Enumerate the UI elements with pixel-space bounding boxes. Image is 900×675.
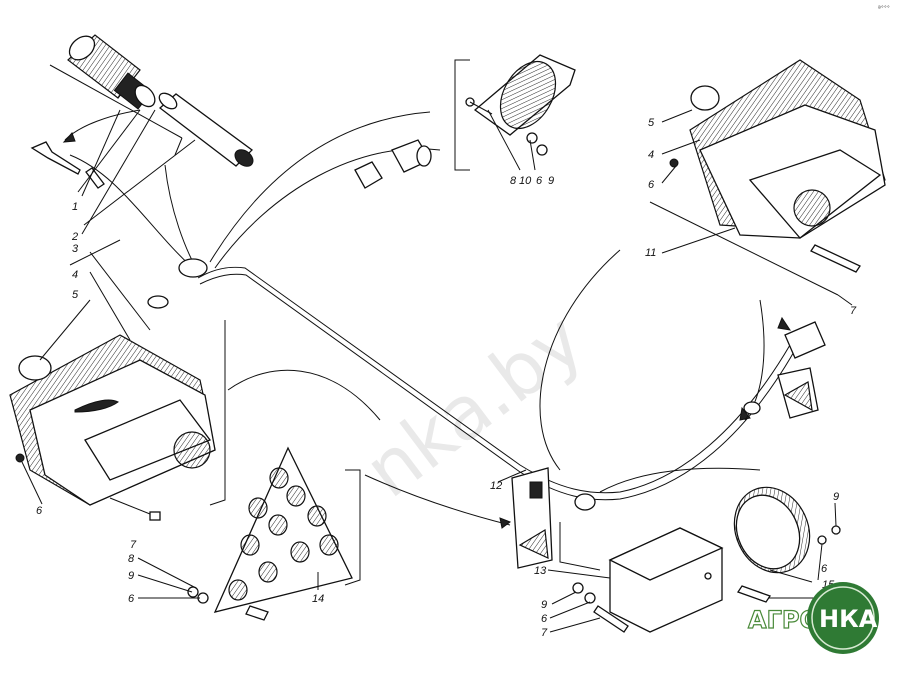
plug-tube: [158, 92, 254, 167]
callout-12: 12: [490, 480, 502, 492]
junction-block: [511, 467, 596, 569]
leader-lines: [21, 109, 853, 633]
triangle-reflector: [187, 446, 353, 621]
callout-5-left: 5: [72, 289, 79, 301]
harness-clamp: [147, 258, 208, 309]
callout-2: 2: [71, 231, 78, 243]
agronka-logo: АГРО НКА: [747, 582, 879, 654]
callout-4-right: 4: [648, 149, 654, 161]
connector-socket: [67, 34, 156, 110]
callout-11: 11: [645, 247, 656, 259]
corner-mark: ª°°°: [878, 5, 890, 12]
right-connector: [743, 321, 826, 419]
right-tail-lamp: [669, 59, 886, 273]
callout-5-right: 5: [648, 117, 655, 129]
callout-14: 14: [312, 593, 324, 605]
callout-13: 13: [534, 565, 547, 577]
callout-3: 3: [72, 243, 79, 255]
callout-6-bottom: 6: [541, 613, 548, 625]
callout-8-tri: 8: [128, 553, 135, 565]
callout-8-top: 8: [510, 175, 517, 187]
callout-7-right: 7: [850, 305, 857, 317]
callout-7-left: 7: [130, 539, 137, 551]
callout-4-left: 4: [72, 269, 78, 281]
small-connectors: [354, 139, 432, 189]
callout-6-top: 6: [536, 175, 543, 187]
callout-6-left: 6: [36, 505, 43, 517]
logo-text-right: НКА: [819, 605, 878, 633]
callout-6-refl: 6: [821, 563, 828, 575]
callout-9-tri: 9: [128, 570, 134, 582]
callout-9-bottom: 9: [541, 599, 547, 611]
watermark-text: nka.by: [349, 297, 599, 515]
callout-1: 1: [72, 201, 78, 213]
callout-6-right: 6: [648, 179, 655, 191]
callout-6-tri: 6: [128, 593, 135, 605]
relay-box: [572, 527, 724, 633]
pin-terminal: [30, 141, 105, 189]
callout-labels: 1 2 3 4 5 6 7 8 10 6 9 5 4 6 11 7 12 13 …: [36, 117, 857, 639]
callout-10-top: 10: [519, 175, 532, 187]
callout-9-refl: 9: [833, 491, 839, 503]
callout-7-bottom: 7: [541, 627, 548, 639]
callout-9-top: 9: [548, 175, 554, 187]
left-tail-lamp: [9, 334, 216, 521]
round-reflector: [733, 486, 841, 603]
top-reflector: [465, 54, 576, 156]
